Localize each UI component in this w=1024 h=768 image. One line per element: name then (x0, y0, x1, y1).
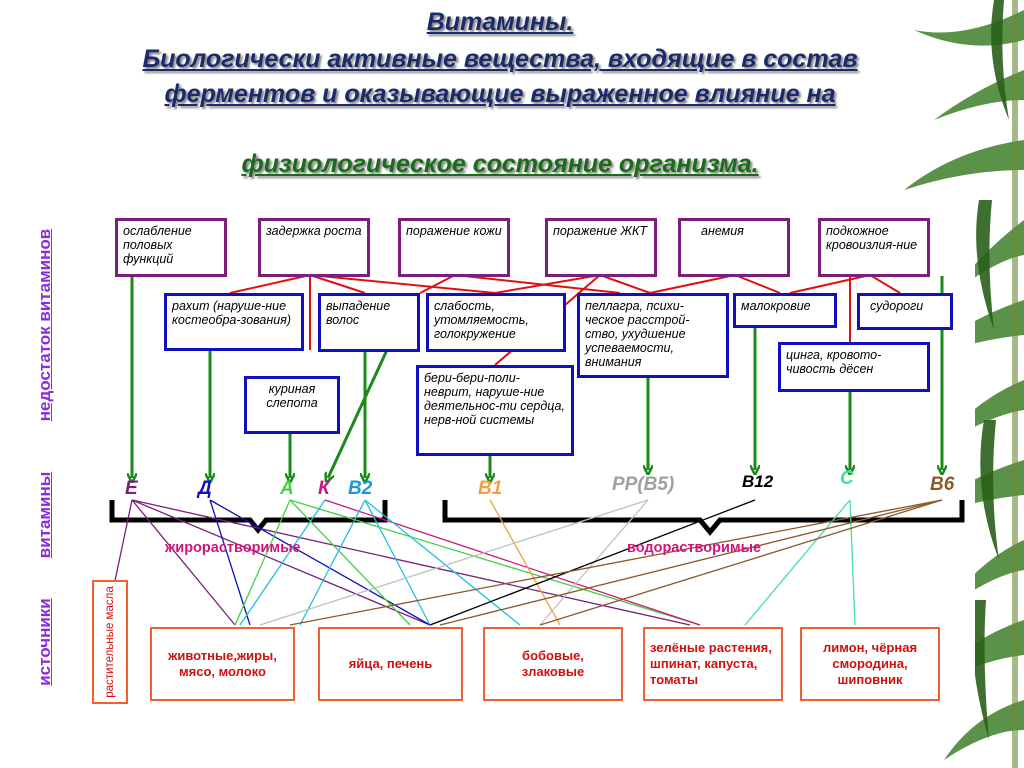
box-anemia: анемия (678, 218, 790, 277)
vitamin-K: К (318, 478, 330, 499)
box-skin-lesion: поражение кожи (398, 218, 510, 277)
vitamin-A: А (280, 478, 294, 499)
box-pellagra: пеллагра, психи-ческое расстрой-ство, ух… (577, 293, 729, 378)
box-growth-delay: задержка роста (258, 218, 370, 277)
box-scurvy: цинга, кровото-чивость дёсен (778, 342, 930, 392)
box-cramps: судороги (857, 293, 953, 330)
box-hemorrhage: подкожное кровоизлия-ние (818, 218, 930, 277)
box-rickets: рахит (наруше-ние костеобра-зования) (164, 293, 304, 351)
box-beriberi: бери-бери-поли-неврит, наруше-ние деятел… (416, 365, 574, 456)
vitamin-B1: В1 (478, 478, 503, 499)
box-gi-lesion: поражение ЖКТ (545, 218, 657, 277)
vitamin-E: Е (125, 478, 138, 499)
box-hair-loss: выпадение волос (318, 293, 420, 352)
vegetable-oils-label: растительные масла (104, 586, 116, 698)
box-animal-fats: животные,жиры, мясо, молоко (150, 627, 295, 701)
box-lemon-currant: лимон, чёрная смородина, шиповник (800, 627, 940, 701)
box-legumes-grains: бобовые, злаковые (483, 627, 623, 701)
title-line-4: физиологическое состояние организма. (241, 150, 759, 178)
vitamin-D: Д (198, 478, 212, 499)
title-line-3: ферментов и оказывающие выраженное влиян… (164, 80, 836, 108)
vitamin-B12: В12 (742, 472, 774, 491)
box-greens: зелёные растения, шпинат, капуста, томат… (643, 627, 783, 701)
box-vegetable-oils: растительные масла (92, 580, 128, 704)
box-sexual-dysfunction: ослабление половых функций (115, 218, 227, 277)
box-eggs-liver: яйца, печень (318, 627, 463, 701)
box-malokrovie: малокровие (733, 293, 837, 328)
title-line-1: Витамины. (426, 8, 574, 36)
vitamin-B6: В6 (930, 474, 955, 495)
vitamin-B2: В2 (348, 478, 373, 499)
title-line-2: Биологически активные вещества, входящие… (142, 45, 858, 73)
box-weakness: слабость, утомляемость, голокружение (426, 293, 566, 352)
vitamin-C: С (840, 468, 854, 489)
source-lines (111, 499, 943, 626)
group-label-fat-soluble: жирорастворимые (165, 540, 301, 556)
vitamin-PP-B5: РР(В5) (612, 474, 675, 495)
box-night-blindness: куриная слепота (244, 376, 340, 434)
group-label-water-soluble: водорастворимые (627, 540, 762, 556)
